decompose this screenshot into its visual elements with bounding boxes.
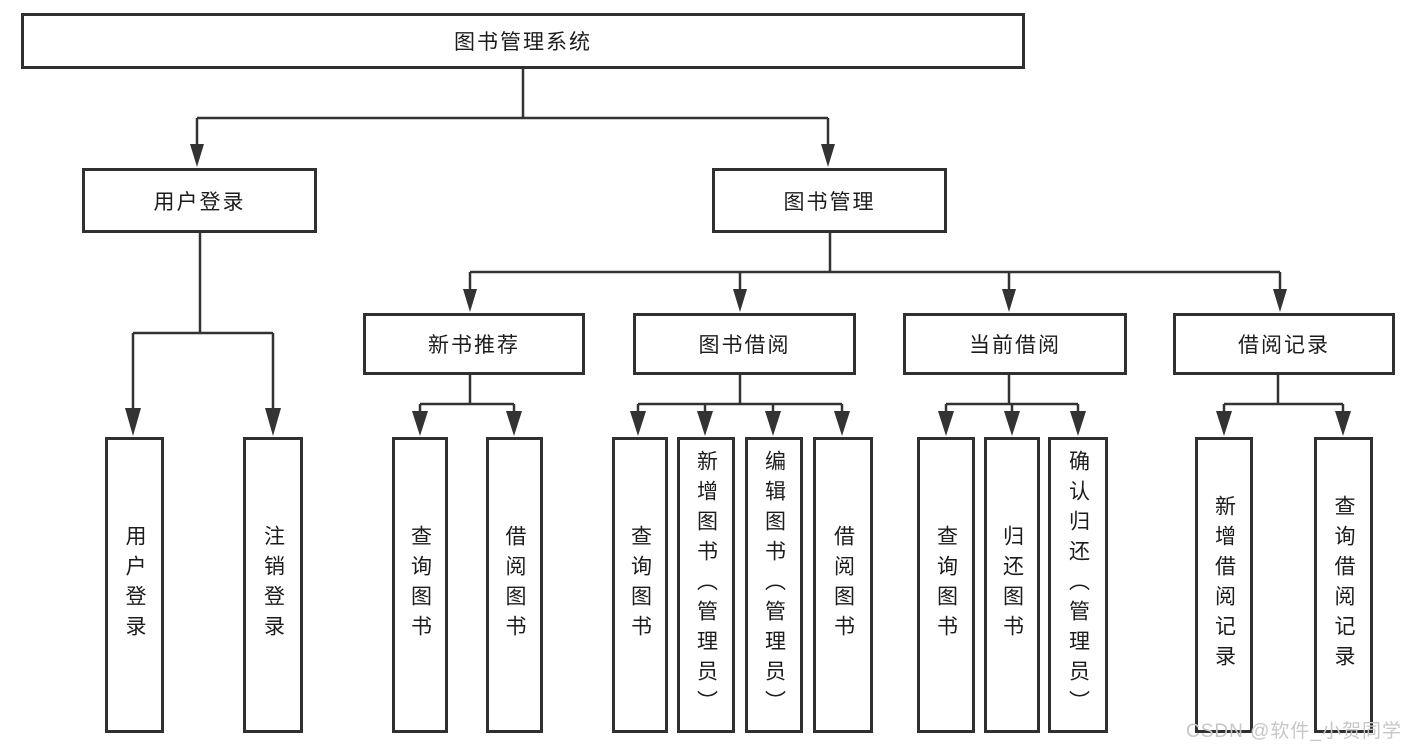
leaf-query-books-1-label: 查询图书 xyxy=(408,525,432,645)
leaf-borrow-books-1-label: 借阅图书 xyxy=(503,525,526,645)
leaf-add-borrow-record: 新增借阅记录 xyxy=(1195,437,1253,733)
leaf-query-books-2: 查询图书 xyxy=(612,437,668,733)
leaf-add-book-admin: 新增图书（管理员） xyxy=(677,437,735,733)
node-root-label: 图书管理系统 xyxy=(454,31,592,54)
leaf-query-borrow-record: 查询借阅记录 xyxy=(1314,437,1373,733)
leaf-confirm-return-admin-label: 确认归还（管理员） xyxy=(1066,450,1090,720)
node-new-book-recommend: 新书推荐 xyxy=(363,313,585,375)
leaf-user-login: 用户登录 xyxy=(105,437,164,733)
leaf-logout-login-label: 注销登录 xyxy=(261,525,285,645)
leaf-query-books-3-label: 查询图书 xyxy=(934,525,958,645)
node-book-borrow-label: 图书借阅 xyxy=(698,334,791,357)
node-borrow-records: 借阅记录 xyxy=(1173,313,1395,375)
node-current-borrow-label: 当前借阅 xyxy=(969,334,1061,357)
leaf-return-books-label: 归还图书 xyxy=(1000,525,1024,645)
node-book-borrow: 图书借阅 xyxy=(633,313,856,375)
node-borrow-records-label: 借阅记录 xyxy=(1238,334,1330,357)
node-user-login-label: 用户登录 xyxy=(153,190,246,214)
node-book-management: 图书管理 xyxy=(712,168,947,233)
leaf-query-books-1: 查询图书 xyxy=(392,437,448,733)
csdn-watermark: CSDN @软件_小贺同学 xyxy=(1186,721,1402,742)
leaf-add-borrow-record-label: 新增借阅记录 xyxy=(1212,495,1236,675)
leaf-logout-login: 注销登录 xyxy=(243,437,303,733)
leaf-return-books: 归还图书 xyxy=(984,437,1040,733)
leaf-query-books-2-label: 查询图书 xyxy=(628,525,652,645)
leaf-edit-book-admin: 编辑图书（管理员） xyxy=(745,437,803,733)
leaf-borrow-books-1: 借阅图书 xyxy=(486,437,543,733)
leaf-user-login-label: 用户登录 xyxy=(123,525,146,645)
leaf-query-books-3: 查询图书 xyxy=(917,437,975,733)
leaf-edit-book-admin-label: 编辑图书（管理员） xyxy=(762,450,786,720)
node-new-book-recommend-label: 新书推荐 xyxy=(428,334,520,357)
leaf-borrow-books-2: 借阅图书 xyxy=(813,437,873,733)
leaf-borrow-books-2-label: 借阅图书 xyxy=(831,525,855,645)
node-user-login: 用户登录 xyxy=(82,168,317,233)
leaf-confirm-return-admin: 确认归还（管理员） xyxy=(1048,437,1108,733)
node-current-borrow: 当前借阅 xyxy=(903,313,1127,375)
node-book-management-label: 图书管理 xyxy=(783,190,876,214)
node-root-library-management-system: 图书管理系统 xyxy=(21,13,1025,69)
leaf-query-borrow-record-label: 查询借阅记录 xyxy=(1332,495,1355,675)
leaf-add-book-admin-label: 新增图书（管理员） xyxy=(694,450,718,720)
